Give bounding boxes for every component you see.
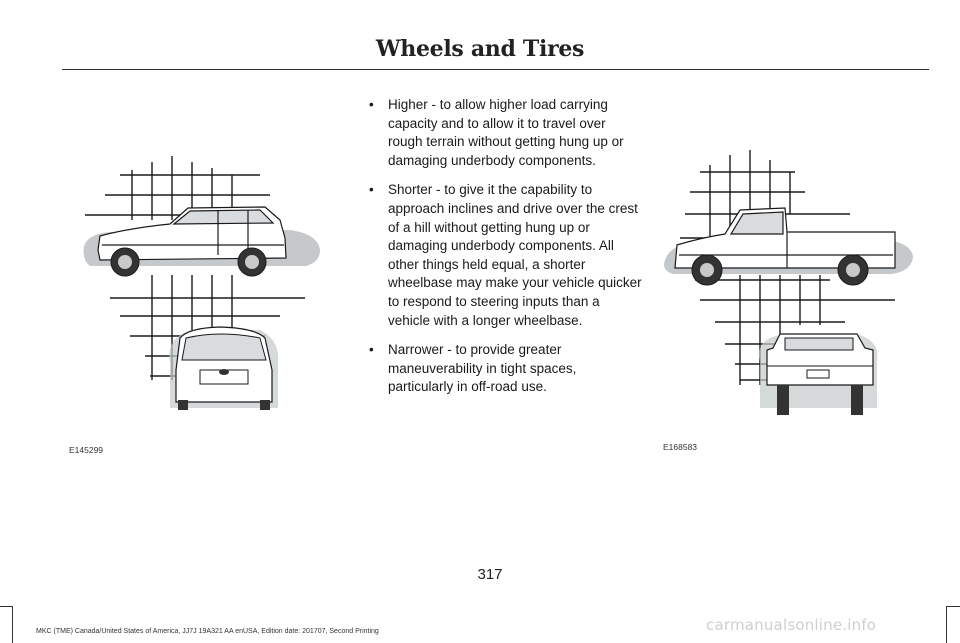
pickup-truck-illustration-icon [664,150,913,415]
page-number: 317 [477,566,503,583]
crop-mark-left-horizontal [0,606,12,607]
suv-illustration-icon [83,156,320,410]
crop-mark-right-horizontal [946,606,960,607]
crop-mark-right-vertical [946,606,947,643]
page-title: Wheels and Tires [375,36,585,62]
list-item: Shorter - to give it the capability to a… [367,181,642,330]
list-item: Narrower - to provide greater maneuverab… [367,341,642,397]
figure-code: E168583 [663,442,698,452]
watermark: carmanualsonline.info [706,616,877,634]
list-item: Higher - to allow higher load carrying c… [367,96,642,170]
header-divider [62,69,929,70]
edition-footer: MKC (TME) Canada/United States of Americ… [36,628,379,635]
bullet-list: Higher - to allow higher load carrying c… [367,96,642,408]
crop-mark-left-vertical [12,606,13,643]
figure-code: E145299 [69,445,104,455]
